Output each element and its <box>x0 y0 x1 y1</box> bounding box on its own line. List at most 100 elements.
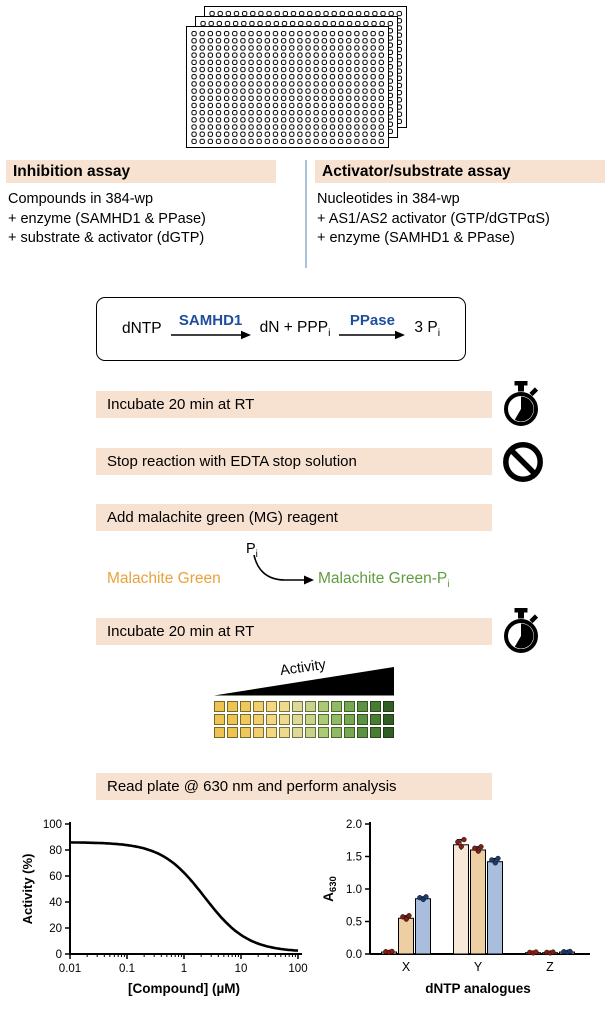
gradient-well <box>383 714 394 725</box>
svg-text:20: 20 <box>49 923 62 935</box>
gradient-well <box>214 714 225 725</box>
svg-text:Activity (%): Activity (%) <box>20 854 35 925</box>
gradient-well <box>279 714 290 725</box>
enzyme2-label: PPase <box>349 312 395 329</box>
gradient-well <box>214 727 225 738</box>
gradient-well <box>370 727 381 738</box>
inhibition-assay-description: Compounds in 384-wp + enzyme (SAMHD1 & P… <box>8 190 206 249</box>
svg-text:1: 1 <box>181 963 187 975</box>
stopwatch-icon <box>501 381 541 427</box>
gradient-well <box>253 701 264 712</box>
step-read-plate-label: Read plate @ 630 nm and perform analysis <box>107 778 397 795</box>
pi-base: P <box>246 541 256 557</box>
step-stop-label: Stop reaction with EDTA stop solution <box>107 453 357 470</box>
svg-text:X: X <box>402 960 411 974</box>
step-incubate-1-label: Incubate 20 min at RT <box>107 396 255 413</box>
mg-product-subscript: i <box>447 578 450 591</box>
reaction-step-1: SAMHD1 <box>170 312 251 340</box>
activity-wells-grid <box>214 701 394 738</box>
gradient-well <box>240 714 251 725</box>
gradient-well <box>240 701 251 712</box>
gradient-well <box>370 701 381 712</box>
intermediate-label: dN + PPPi <box>260 319 331 339</box>
curved-arrow-icon <box>253 554 314 585</box>
gradient-well <box>318 727 329 738</box>
gradient-well <box>344 714 355 725</box>
svg-text:100: 100 <box>43 819 62 831</box>
gradient-well <box>344 701 355 712</box>
product-text: 3 P <box>414 318 438 336</box>
step-incubate-1: Incubate 20 min at RT <box>96 391 492 418</box>
gradient-well <box>357 714 368 725</box>
right-arrow-icon <box>170 330 251 340</box>
subscript-i: i <box>328 327 331 340</box>
step-incubate-2-label: Incubate 20 min at RT <box>107 623 255 640</box>
svg-text:0: 0 <box>56 949 62 961</box>
gradient-well <box>318 714 329 725</box>
gradient-well <box>305 727 316 738</box>
svg-text:80: 80 <box>49 845 62 857</box>
microplate-stack-icon <box>186 6 416 156</box>
gradient-well <box>266 727 277 738</box>
gradient-well <box>227 714 238 725</box>
svg-text:1.5: 1.5 <box>346 852 362 864</box>
svg-text:0.5: 0.5 <box>346 917 362 929</box>
activator-line-3: + enzyme (SAMHD1 & PPase) <box>317 230 515 246</box>
column-divider <box>305 160 307 268</box>
gradient-well <box>227 701 238 712</box>
step-add-mg: Add malachite green (MG) reagent <box>96 504 492 531</box>
svg-text:0.0: 0.0 <box>346 949 362 961</box>
step-incubate-2: Incubate 20 min at RT <box>96 618 492 645</box>
gradient-well <box>357 727 368 738</box>
svg-text:0.1: 0.1 <box>119 963 135 975</box>
activator-assay-description: Nucleotides in 384-wp + AS1/AS2 activato… <box>317 190 550 249</box>
gradient-well <box>383 701 394 712</box>
gradient-well <box>292 701 303 712</box>
gradient-well <box>266 701 277 712</box>
gradient-well <box>279 727 290 738</box>
svg-text:60: 60 <box>49 871 62 883</box>
gradient-well <box>383 727 394 738</box>
gradient-well <box>331 727 342 738</box>
activity-ramp-triangle <box>214 667 394 696</box>
gradient-well <box>227 727 238 738</box>
inhibition-line-2: + enzyme (SAMHD1 & PPase) <box>8 210 206 227</box>
gradient-well <box>266 714 277 725</box>
svg-text:100: 100 <box>288 963 307 975</box>
inhibition-line-3: + substrate & activator (dGTP) <box>8 230 205 246</box>
svg-text:10: 10 <box>235 963 248 975</box>
svg-text:[Compound] (µM): [Compound] (µM) <box>128 981 240 996</box>
gradient-well <box>305 714 316 725</box>
svg-text:0.01: 0.01 <box>59 963 81 975</box>
gradient-well <box>344 727 355 738</box>
mg-product-text: Malachite Green-P <box>318 570 448 587</box>
svg-text:2.0: 2.0 <box>346 819 362 831</box>
activator-line-1: Nucleotides in 384-wp <box>317 191 460 207</box>
gradient-well <box>357 701 368 712</box>
gradient-well <box>253 727 264 738</box>
gradient-well <box>318 701 329 712</box>
intermediate-text: dN + PPP <box>259 318 329 336</box>
svg-text:Y: Y <box>474 960 483 974</box>
gradient-well <box>253 714 264 725</box>
reaction-step-2: PPase <box>339 312 406 340</box>
step-add-mg-label: Add malachite green (MG) reagent <box>107 509 338 526</box>
pi-subscript: i <box>255 548 258 560</box>
product-label: 3 Pi <box>414 319 440 339</box>
step-read-plate: Read plate @ 630 nm and perform analysis <box>96 773 492 800</box>
gradient-well <box>370 714 381 725</box>
svg-text:dNTP analogues: dNTP analogues <box>425 981 531 996</box>
svg-text:1.0: 1.0 <box>346 884 362 896</box>
svg-text:A630: A630 <box>321 876 339 902</box>
malachite-green-pi-label: Malachite Green-Pi <box>318 570 450 590</box>
gradient-well <box>279 701 290 712</box>
inhibition-assay-title: Inhibition assay <box>6 160 276 183</box>
reaction-scheme-box: dNTP SAMHD1 dN + PPPi PPase 3 Pi <box>96 297 466 361</box>
step-stop-reaction: Stop reaction with EDTA stop solution <box>96 448 492 475</box>
malachite-green-label: Malachite Green <box>107 570 221 587</box>
substrate-label: dNTP <box>121 320 162 337</box>
gradient-well <box>331 714 342 725</box>
